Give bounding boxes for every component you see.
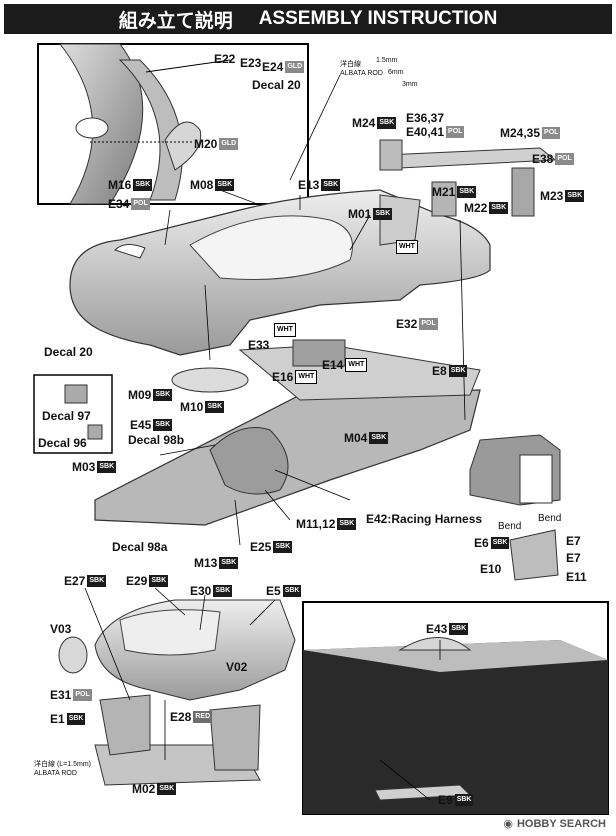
chassis-floor bbox=[94, 339, 481, 526]
car-body-upper bbox=[69, 189, 491, 356]
title-english: ASSEMBLY INSTRUCTION bbox=[258, 8, 498, 29]
badge-wht-body: WHT bbox=[396, 240, 418, 254]
label-decal20-mid: Decal 20 bbox=[44, 345, 93, 359]
label-bend-2: Bend bbox=[538, 513, 562, 524]
rear-side-parts bbox=[469, 434, 561, 581]
label-e7-a: E7 bbox=[566, 534, 581, 548]
label-e22: E22 bbox=[214, 52, 236, 66]
label-bend-1: Bend bbox=[498, 521, 522, 532]
mirror-part bbox=[164, 121, 202, 171]
watermark: ◉ HOBBY SEARCH bbox=[503, 817, 606, 831]
badge-wht-e33: WHT bbox=[274, 323, 296, 337]
detail-inset-underbody bbox=[302, 601, 609, 815]
label-decal97: Decal 97 bbox=[42, 409, 91, 423]
label-e23: E23 bbox=[240, 56, 262, 70]
albata-rod-bottom: 洋白線 (L=1.5mm)ALBATA ROD bbox=[34, 761, 91, 777]
label-v02: V02 bbox=[226, 660, 248, 674]
rod-dim-3: 3mm bbox=[402, 81, 418, 88]
rod-dim-1: 1.5mm bbox=[376, 57, 398, 64]
rear-wing bbox=[379, 139, 557, 217]
label-decal98b: Decal 98b bbox=[128, 433, 185, 447]
car-body-lower bbox=[58, 599, 296, 786]
label-e10: E10 bbox=[480, 562, 502, 576]
label-decal20-top: Decal 20 bbox=[252, 78, 301, 92]
title-japanese: 組み立て説明 bbox=[118, 10, 233, 32]
rod-dim-2: 6mm bbox=[388, 69, 404, 76]
label-e42: E42:Racing Harness bbox=[366, 512, 483, 526]
label-e33: E33 bbox=[248, 338, 270, 352]
label-v03: V03 bbox=[50, 622, 72, 636]
label-decal98a: Decal 98a bbox=[112, 540, 168, 554]
label-e11: E11 bbox=[566, 570, 587, 584]
page-title: 組み立て説明 ASSEMBLY INSTRUCTION bbox=[4, 4, 612, 34]
label-decal96: Decal 96 bbox=[38, 436, 87, 450]
decal-inset bbox=[33, 374, 113, 454]
detail-inset-mirror bbox=[37, 43, 309, 205]
label-e7-b: E7 bbox=[566, 551, 581, 565]
leader-lines bbox=[84, 74, 466, 801]
label-e36-37: E36,37 bbox=[406, 111, 445, 125]
watermark-logo-icon: ◉ bbox=[503, 818, 513, 830]
